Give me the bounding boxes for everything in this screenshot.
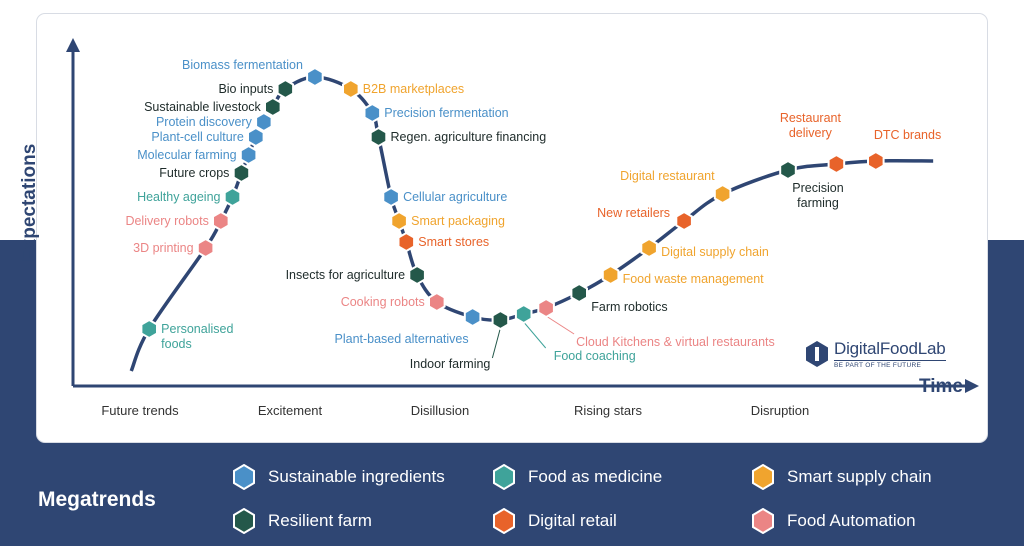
label-molecular-farming: Molecular farming xyxy=(137,148,236,162)
x-axis-arrow xyxy=(965,379,979,393)
x-axis-label: Time xyxy=(919,376,964,397)
point-dtc-brands xyxy=(867,150,885,172)
label-cellular-agriculture: Cellular agriculture xyxy=(403,190,507,204)
legend-label: Food as medicine xyxy=(528,467,663,486)
point-cooking-robots xyxy=(428,291,446,313)
point-restaurant-delivery xyxy=(827,153,846,175)
label-healthy-ageing: Healthy ageing xyxy=(137,190,220,204)
label-smart-stores: Smart stores xyxy=(418,235,489,249)
label-b2b-marketplaces: B2B marketplaces xyxy=(363,82,464,96)
point-biomass-fermentation xyxy=(306,66,324,88)
phase-disruption: Disruption xyxy=(750,403,810,418)
label-regen-agriculture-financing: Regen. agriculture financing xyxy=(391,130,547,144)
label-future-crops: Future crops xyxy=(159,166,229,180)
point-food-coaching xyxy=(514,303,533,325)
hexagon-icon xyxy=(233,464,255,490)
hexagon-icon xyxy=(233,508,255,534)
point-farm-robotics xyxy=(570,282,588,304)
point-sustainable-livestock xyxy=(264,96,282,118)
point-indoor-farming xyxy=(491,309,510,331)
logo-tagline: BE PART OF THE FUTURE xyxy=(834,360,946,369)
legend-label: Resilient farm xyxy=(268,511,372,530)
legend-label: Food Automation xyxy=(787,511,916,530)
point-plant-cell-culture xyxy=(247,126,265,148)
point-cellular-agriculture xyxy=(382,186,400,208)
leader-line-indoor-farming xyxy=(491,327,501,359)
point-plant-based-alternatives xyxy=(463,306,482,328)
logo-mark-icon xyxy=(806,341,828,367)
point-new-retailers xyxy=(675,210,693,232)
leader-line-cloud-kitchens-virtual-restaurants xyxy=(545,315,575,335)
hexagon-icon xyxy=(752,508,774,534)
point-insects-for-agriculture xyxy=(408,264,426,286)
label-precision-fermentation: Precision fermentation xyxy=(384,106,508,120)
point-precision-farming xyxy=(779,159,797,181)
legend-item-medicine: Food as medicine xyxy=(492,464,662,490)
point-precision-fermentation xyxy=(363,102,382,124)
label-plant-based-alternatives: Plant-based alternatives xyxy=(335,332,469,346)
point-food-waste-management xyxy=(601,264,620,286)
label-sustainable-livestock: Sustainable livestock xyxy=(144,100,261,114)
legend-item-supply: Smart supply chain xyxy=(751,464,932,490)
y-axis-arrow xyxy=(66,38,80,52)
label-food-coaching: Food coaching xyxy=(554,349,636,363)
logo-name: DigitalFoodLab xyxy=(834,339,946,358)
legend-label: Smart supply chain xyxy=(787,467,932,486)
legend-item-automation: Food Automation xyxy=(751,508,916,534)
label-new-retailers: New retailers xyxy=(597,206,670,220)
hexagon-icon xyxy=(752,464,774,490)
point-personalised-foods xyxy=(140,318,158,340)
leader-line-food-coaching xyxy=(523,321,547,349)
legend-item-farm: Resilient farm xyxy=(232,508,372,534)
point-delivery-robots xyxy=(212,210,230,232)
phase-future-trends: Future trends xyxy=(101,403,179,418)
legend-label: Sustainable ingredients xyxy=(268,467,445,486)
label-farm-robotics: Farm robotics xyxy=(591,300,667,314)
digitalfoodlab-logo: DigitalFoodLab BE PART OF THE FUTURE xyxy=(806,339,946,369)
label-biomass-fermentation: Biomass fermentation xyxy=(182,58,303,72)
label-digital-supply-chain: Digital supply chain xyxy=(661,245,769,259)
label-insects-for-agriculture: Insects for agriculture xyxy=(286,268,406,282)
point-smart-packaging xyxy=(390,210,408,232)
hexagon-icon xyxy=(493,464,515,490)
point-3d-printing xyxy=(196,237,215,259)
label-indoor-farming: Indoor farming xyxy=(410,357,491,371)
legend-label: Digital retail xyxy=(528,511,617,530)
legend-item-retail: Digital retail xyxy=(492,508,617,534)
label-dtc-brands: DTC brands xyxy=(874,128,941,142)
point-molecular-farming xyxy=(239,144,258,166)
label-plant-cell-culture: Plant-cell culture xyxy=(151,130,243,144)
point-healthy-ageing xyxy=(223,186,242,208)
label-delivery-robots: Delivery robots xyxy=(125,214,208,228)
legend-item-sustainable: Sustainable ingredients xyxy=(232,464,445,490)
point-future-crops xyxy=(232,162,251,184)
point-cloud-kitchens-virtual-restaurants xyxy=(537,297,555,319)
label-3d-printing: 3D printing xyxy=(133,241,193,255)
phase-disillusion: Disillusion xyxy=(410,403,470,418)
phase-rising-stars: Rising stars xyxy=(574,403,642,418)
chart-card xyxy=(37,14,987,442)
label-cloud-kitchens-virtual-restaurants: Cloud Kitchens & virtual restaurants xyxy=(576,335,775,349)
point-digital-supply-chain xyxy=(640,237,658,259)
label-food-waste-management: Food waste management xyxy=(623,272,765,286)
hexagon-icon xyxy=(493,508,515,534)
label-cooking-robots: Cooking robots xyxy=(341,295,425,309)
legend-title: Megatrends xyxy=(38,488,156,511)
point-b2b-marketplaces xyxy=(342,78,360,100)
label-digital-restaurant: Digital restaurant xyxy=(620,169,715,183)
label-bio-inputs: Bio inputs xyxy=(218,82,273,96)
point-digital-restaurant xyxy=(713,183,732,205)
point-regen-agriculture-financing xyxy=(369,126,388,148)
point-bio-inputs xyxy=(276,78,295,100)
y-axis-label: Expectations xyxy=(19,143,40,262)
label-smart-packaging: Smart packaging xyxy=(411,214,505,228)
phase-excitement: Excitement xyxy=(257,403,323,418)
point-smart-stores xyxy=(397,231,416,253)
point-protein-discovery xyxy=(255,111,273,133)
label-protein-discovery: Protein discovery xyxy=(156,115,253,129)
